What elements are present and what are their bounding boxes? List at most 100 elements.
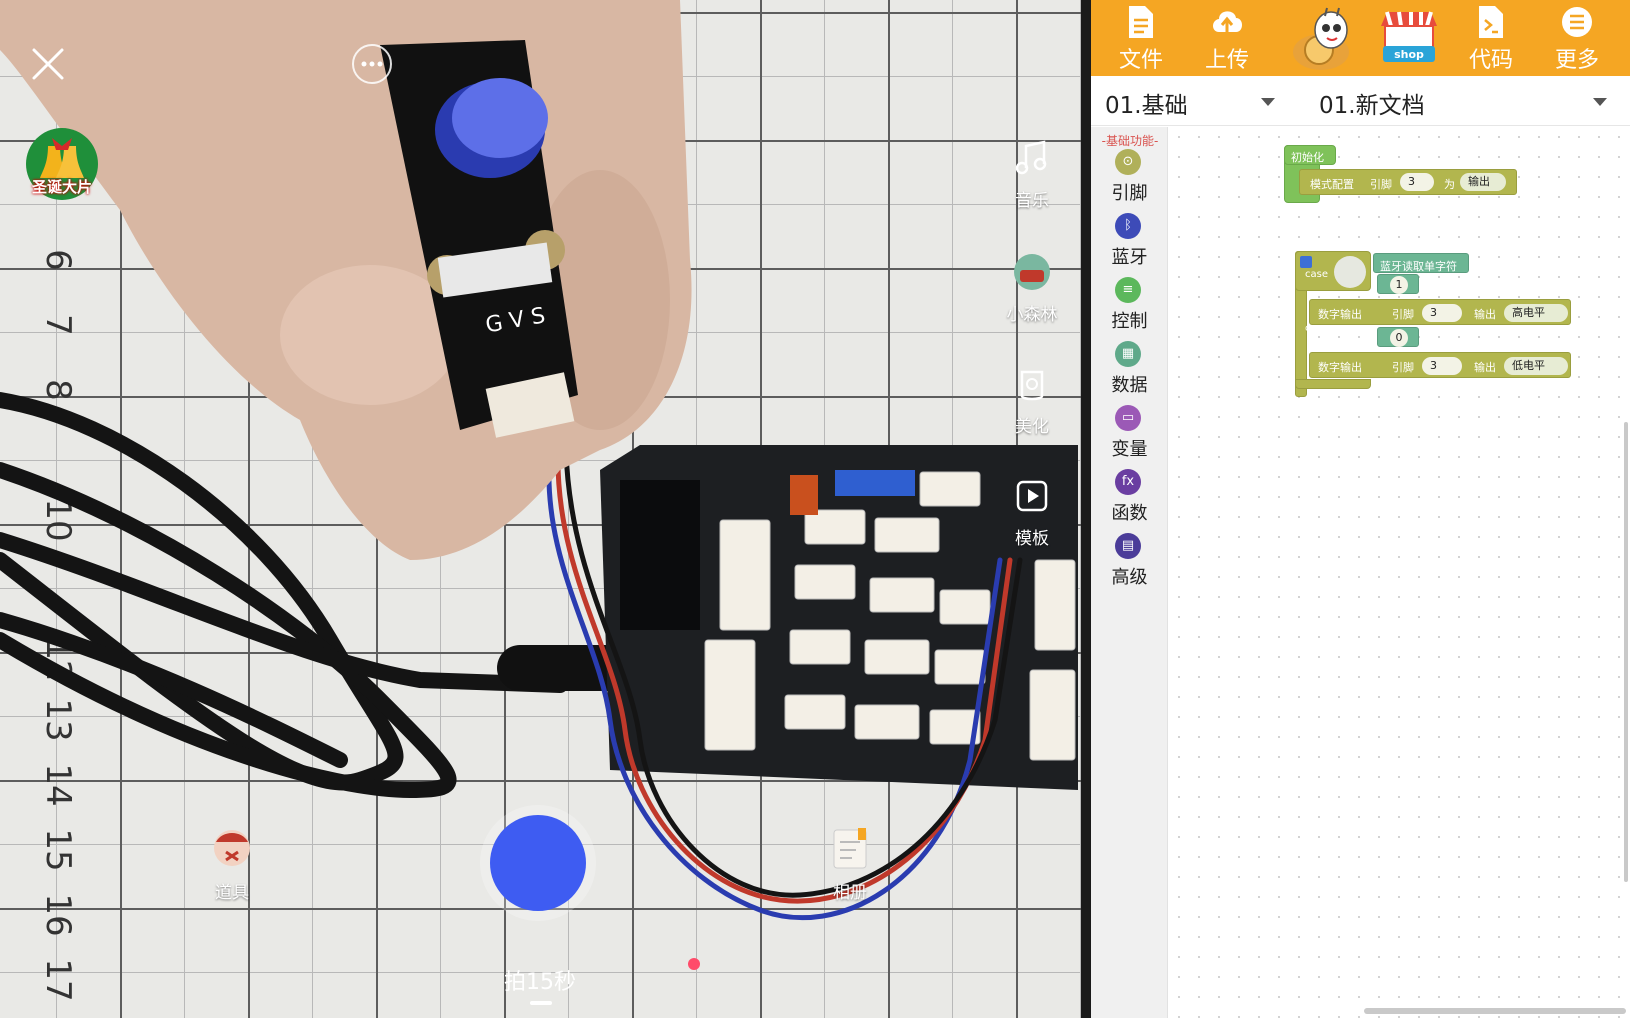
category-item[interactable]: ▭ 变量 xyxy=(1091,405,1168,465)
case-char-value[interactable]: 0 xyxy=(1390,329,1408,347)
mixly-snail-mascot-icon[interactable] xyxy=(1287,2,1359,74)
pin-label: 引脚 xyxy=(1392,361,1414,374)
close-icon[interactable] xyxy=(26,42,70,86)
category-icon: ▦ xyxy=(1115,341,1141,367)
category-item[interactable]: ▤ 高级 xyxy=(1091,533,1168,593)
category-icon: ⊙ xyxy=(1115,149,1141,175)
document-select[interactable]: 01.新文档 xyxy=(1319,93,1425,119)
digital-write-block[interactable]: 数字输出 引脚 3 输出 高电平 xyxy=(1309,299,1571,325)
palette-header: -基础功能- xyxy=(1101,134,1159,148)
template-button[interactable]: 模板 xyxy=(1000,476,1064,549)
bluetooth-read-char-block[interactable]: 蓝牙读取单字符 xyxy=(1373,253,1469,273)
category-item[interactable]: ⊙ 引脚 xyxy=(1091,149,1168,209)
setup-block-title: 初始化 xyxy=(1291,151,1324,164)
code-button[interactable]: 代码 xyxy=(1453,0,1529,76)
upload-button[interactable]: 上传 xyxy=(1189,0,1265,76)
xiaosenlin-label: 小森林 xyxy=(1006,305,1058,325)
christmas-bell-icon[interactable] xyxy=(22,124,102,204)
filter-thumbnail-icon xyxy=(1014,254,1050,290)
music-label: 音乐 xyxy=(1015,191,1049,211)
camera-viewfinder[interactable]: 6 7 8 10 12 13 14 15 16 17 xyxy=(0,0,1081,1018)
category-label: 函数 xyxy=(1111,503,1148,524)
vertical-scrollbar[interactable] xyxy=(1624,422,1628,882)
category-label: 控制 xyxy=(1111,311,1148,332)
chevron-down-icon[interactable] xyxy=(1593,98,1607,106)
music-button[interactable]: 音乐 xyxy=(1000,138,1064,211)
digital-write-label: 数字输出 xyxy=(1318,308,1362,321)
app-toolbar: 文件 上传 shop xyxy=(1091,0,1630,76)
more-button[interactable]: 更多 xyxy=(1539,0,1615,76)
category-item[interactable]: ≡控制 xyxy=(1091,277,1168,337)
xiaosenlin-filter-button[interactable]: 小森林 xyxy=(996,252,1068,325)
expansion-board xyxy=(600,445,1078,790)
props-icon xyxy=(214,830,250,866)
props-button[interactable]: 道具 xyxy=(200,826,264,903)
record-duration-label[interactable]: 拍15秒 xyxy=(504,970,576,995)
digital-write-label: 数字输出 xyxy=(1318,361,1362,374)
record-button[interactable] xyxy=(490,815,586,911)
case-label: case xyxy=(1305,323,1328,334)
switch-placeholder-circle xyxy=(1334,256,1366,288)
category-select[interactable]: 01.基础 xyxy=(1105,93,1188,119)
file-button[interactable]: 文件 xyxy=(1103,0,1179,76)
case-char-literal[interactable]: 1 xyxy=(1377,274,1419,294)
file-label: 文件 xyxy=(1118,48,1163,73)
case-char-literal[interactable]: 0 xyxy=(1377,327,1419,347)
album-button[interactable]: 相册 xyxy=(818,826,882,903)
horizontal-scrollbar[interactable] xyxy=(1364,1008,1626,1014)
chevron-down-icon[interactable] xyxy=(1261,98,1275,106)
props-label: 道具 xyxy=(215,883,249,903)
category-label: 引脚 xyxy=(1111,183,1148,204)
gear-icon[interactable] xyxy=(1300,256,1312,268)
beautify-label: 美化 xyxy=(1015,417,1049,437)
pin-value-field[interactable]: 3 xyxy=(1422,304,1462,322)
code-file-icon xyxy=(1479,6,1503,38)
camera-scene: G V S xyxy=(0,0,1078,921)
switch-footer xyxy=(1295,379,1371,389)
category-icon: ▭ xyxy=(1115,405,1141,431)
bluetooth-switch-header[interactable] xyxy=(1295,251,1371,291)
more-label: 更多 xyxy=(1554,48,1599,73)
led-module xyxy=(380,40,578,438)
case-char-value[interactable]: 1 xyxy=(1390,276,1408,294)
category-item[interactable]: ▦数据 xyxy=(1091,341,1168,401)
mode-value-dropdown[interactable]: 输出 xyxy=(1460,173,1506,191)
category-label: 高级 xyxy=(1111,567,1148,588)
hand xyxy=(0,0,692,560)
category-label: 变量 xyxy=(1111,439,1148,460)
category-icon: fx xyxy=(1115,469,1141,495)
output-label: 输出 xyxy=(1474,308,1496,321)
selector-bar: 01.基础 01.新文档 xyxy=(1091,76,1630,126)
as-label: 为 xyxy=(1444,178,1455,191)
level-value-dropdown[interactable]: 低电平 xyxy=(1504,357,1568,375)
pin-value-field[interactable]: 3 xyxy=(1422,357,1462,375)
pin-value-field[interactable]: 3 xyxy=(1400,173,1434,191)
album-label: 相册 xyxy=(833,883,867,903)
shop-icon[interactable]: shop xyxy=(1377,8,1441,68)
pin-mode-block[interactable]: 模式配置 引脚 3 为 输出 xyxy=(1299,169,1517,195)
pin-label: 引脚 xyxy=(1370,178,1392,191)
power-cable xyxy=(0,392,568,799)
digital-write-block[interactable]: 数字输出 引脚 3 输出 低电平 xyxy=(1309,352,1571,378)
template-play-icon xyxy=(1016,480,1048,512)
level-value-dropdown[interactable]: 高电平 xyxy=(1504,304,1568,322)
case-label: case xyxy=(1305,269,1328,280)
split-screen-divider[interactable] xyxy=(1081,0,1091,1018)
album-icon xyxy=(833,828,867,869)
jumper-wires xyxy=(546,447,1023,921)
more-options-icon[interactable] xyxy=(352,44,392,84)
music-note-icon xyxy=(1015,140,1047,175)
record-mode-indicator xyxy=(530,1001,552,1005)
category-icon: ▤ xyxy=(1115,533,1141,559)
setup-block-header[interactable]: 初始化 xyxy=(1284,145,1336,165)
beautify-icon xyxy=(1020,370,1044,401)
category-item[interactable]: fx 函数 xyxy=(1091,469,1168,529)
mixly-app: 文件 上传 shop xyxy=(1091,0,1630,1018)
beautify-button[interactable]: 美化 xyxy=(1000,364,1064,437)
svg-text:shop: shop xyxy=(1394,48,1424,61)
blockly-workspace[interactable]: 初始化 模式配置 引脚 3 为 输出 蓝牙读取单字符 case 1 xyxy=(1169,127,1630,1018)
pin-label: 引脚 xyxy=(1392,308,1414,321)
